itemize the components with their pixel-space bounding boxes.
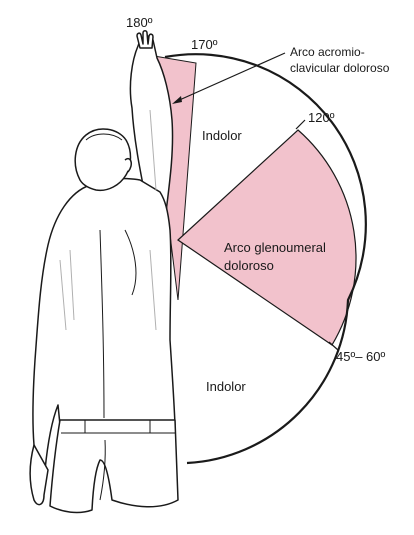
glenohumeral-label-line2: doloroso [224,258,274,273]
angle-180-label: 180º [126,15,152,30]
acromioclavicular-label-line2: clavicular doloroso [290,61,389,75]
head [75,129,130,190]
angle-120-label: 120º [308,110,334,125]
human-figure [30,31,178,513]
painless-lower-label: Indolor [206,379,246,394]
shorts [50,420,178,513]
angle-45-60-label: 45º– 60º [336,349,385,364]
raised-hand [137,31,153,48]
angle-170-label: 170º [191,37,217,52]
painless-upper-label: Indolor [202,128,242,143]
acromioclavicular-label-line1: Arco acromio- [290,45,365,59]
glenohumeral-label-line1: Arco glenoumeral [224,240,326,255]
